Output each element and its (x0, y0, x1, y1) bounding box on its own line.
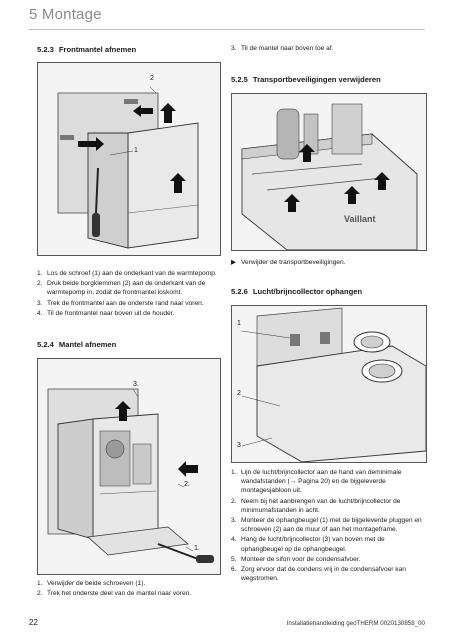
figure-callout: 2. (184, 481, 190, 488)
list-item: 3.Monteer de ophangbeugel (1) met de bij… (231, 517, 422, 534)
steps-5-2-4: 1.Verwijder de beide schroeven (1). 2.Tr… (37, 579, 221, 599)
list-item: ▶Verwijder de transportbeveiligingen. (231, 259, 346, 266)
heat-pump-open-illustration (38, 359, 220, 574)
section-number: 5.2.4 (37, 340, 54, 349)
figure-callout: 2 (150, 75, 154, 82)
steps-5-2-3: 1.Los de schroef (1) aan de onderkant va… (37, 269, 221, 319)
figure-mantel: 3. 2. 1. (37, 358, 221, 575)
air-brine-collector-illustration (232, 306, 426, 462)
figure-frontmantel: 2 1 (37, 62, 221, 256)
heat-pump-front-illustration (38, 63, 220, 255)
section-heading-5-2-6: 5.2.6 Lucht/brijncollector ophangen (231, 287, 362, 296)
figure-callout: 3. (133, 381, 139, 388)
list-item: 1.Verwijder de beide schroeven (1). (37, 580, 146, 587)
section-title: Frontmantel afnemen (58, 45, 137, 54)
step-3-lift: 3.Til de mantel naar boven toe af. (231, 44, 425, 54)
transport-safety-illustration (232, 94, 426, 250)
figure-collector: 1 2 3 (231, 305, 427, 463)
list-item: 3.Trek de frontmantel aan de onderste ra… (37, 299, 204, 307)
list-item: 5.Monteer de sifon voor de condensafvoer… (231, 555, 361, 563)
list-item: 2.Trek het onderste deel van de mantel n… (37, 590, 192, 598)
section-number: 5.2.5 (231, 75, 248, 84)
figure-callout: 3 (237, 442, 241, 449)
section-number: 5.2.3 (37, 45, 54, 54)
steps-5-2-6: 1.Lijn de lucht/brijncollector aan de ha… (231, 468, 425, 584)
figure-transport: Vaillant (231, 93, 427, 251)
section-heading-5-2-4: 5.2.4 Mantel afnemen (37, 340, 116, 349)
figure-callout: 2 (237, 390, 241, 397)
list-item: 6.Zorg ervoor dat de condens vrij in de … (231, 566, 406, 583)
list-item: 4.Til de frontmantel naar boven uit de h… (37, 309, 175, 317)
section-heading-5-2-3: 5.2.3 Frontmantel afnemen (37, 45, 136, 54)
section-title: Mantel afnemen (58, 340, 117, 349)
document-reference: Installatiehandleiding geoTHERM 00201308… (286, 620, 425, 627)
bullet-5-2-5: ▶Verwijder de transportbeveiligingen. (231, 258, 425, 268)
page-number: 22 (29, 618, 38, 627)
list-item: 1.Los de schroef (1) aan de onderkant va… (37, 270, 217, 277)
section-title: Lucht/brijncollector ophangen (252, 287, 363, 296)
section-number: 5.2.6 (231, 287, 248, 296)
list-item: 2.Druk beide borgklemmen (2) aan de onde… (37, 280, 206, 297)
section-title: Transportbeveiligingen verwijderen (252, 75, 381, 84)
list-item: 2.Neem bij het aanbrengen van de lucht/b… (231, 497, 401, 514)
figure-callout: 1 (237, 320, 241, 327)
list-item: 3.Til de mantel naar boven toe af. (231, 45, 334, 52)
figure-callout: 1 (134, 147, 138, 154)
chapter-title: 5 Montage (29, 6, 102, 23)
header-divider (29, 29, 425, 30)
list-item: 1.Lijn de lucht/brijncollector aan de ha… (231, 469, 402, 495)
list-item: 4.Hang de lucht/brijncollector (3) van b… (231, 536, 385, 553)
figure-callout: 1. (194, 545, 200, 552)
section-heading-5-2-5: 5.2.5 Transportbeveiligingen verwijderen (231, 75, 381, 84)
brand-logo: Vaillant (344, 214, 376, 224)
